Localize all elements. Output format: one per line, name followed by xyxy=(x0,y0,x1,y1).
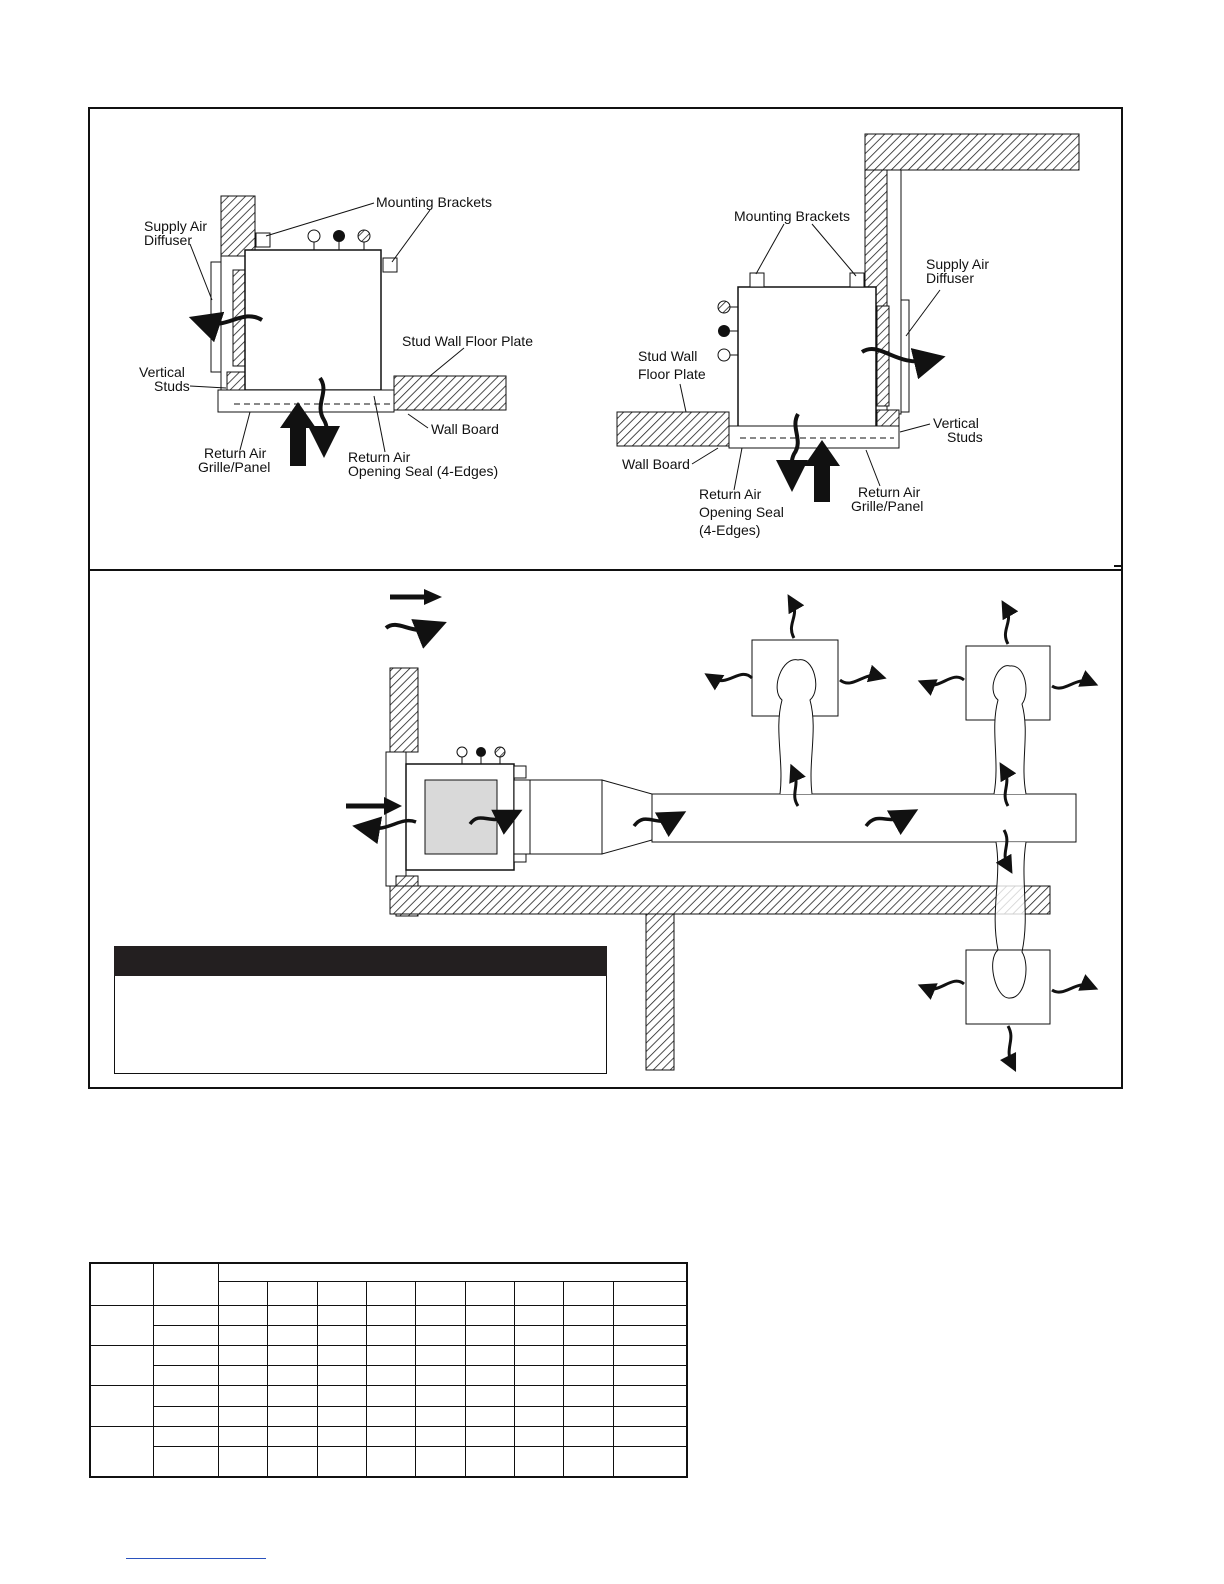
footer-link-underline[interactable] xyxy=(126,1558,266,1559)
right-installation-view: Mounting Brackets Supply Air Diffuser St… xyxy=(616,133,1080,538)
note-header-bar xyxy=(114,946,607,976)
supply-air-diffuser xyxy=(900,299,910,413)
mounting-bracket xyxy=(382,257,398,273)
table-row xyxy=(89,1425,154,1478)
wall-stud xyxy=(220,195,256,257)
stud-wall-floor-plate xyxy=(616,411,730,447)
label-return-air: Return Air xyxy=(858,484,921,500)
unit-box xyxy=(244,249,382,391)
table-row xyxy=(89,1304,154,1346)
label-opening-seal: Opening Seal (4-Edges) xyxy=(348,463,498,479)
return-air-arrow xyxy=(804,440,840,502)
unit-box xyxy=(737,286,877,428)
table-row xyxy=(89,1344,154,1387)
mounting-bracket xyxy=(749,272,765,288)
stud-wall-floor-plate xyxy=(393,375,507,411)
supply-air-diffuser xyxy=(210,261,222,373)
label-vertical: Vertical xyxy=(933,415,979,431)
table-row xyxy=(89,1385,154,1427)
label-stud-wall: Stud Wall xyxy=(638,348,697,364)
flex-duct xyxy=(992,665,1027,795)
supply-register xyxy=(965,949,1051,1025)
duct-layout-diagram xyxy=(346,589,1099,1073)
label-wall-board: Wall Board xyxy=(622,456,690,472)
label-return-air: Return Air xyxy=(204,445,267,461)
label-vertical: Vertical xyxy=(139,364,185,380)
ceiling-framing xyxy=(864,133,1080,171)
label-mounting-brackets: Mounting Brackets xyxy=(734,208,850,224)
left-installation-view: Mounting Brackets Supply Air Diffuser St… xyxy=(139,194,533,479)
label-grille-panel: Grille/Panel xyxy=(851,498,923,514)
label-studs: Studs xyxy=(154,378,190,394)
label-supply-air: Supply Air xyxy=(144,218,207,234)
bottom-panel-frame xyxy=(88,569,1123,1089)
mounting-bracket xyxy=(255,232,271,248)
label-diffuser: Diffuser xyxy=(144,232,192,248)
mounting-bracket xyxy=(849,272,865,288)
label-stud-wall-floor-plate: Stud Wall Floor Plate xyxy=(402,333,533,349)
legend-wavy-arrow xyxy=(384,619,447,649)
table-cell xyxy=(89,1262,154,1306)
label-floor-plate: Floor Plate xyxy=(638,366,706,382)
return-air-arrow xyxy=(280,402,316,466)
flex-duct xyxy=(776,659,817,795)
wall-stud xyxy=(645,913,675,1071)
trunk-duct xyxy=(651,793,1077,843)
label-wall-board: Wall Board xyxy=(431,421,499,437)
label-return-air-seal: Return Air xyxy=(348,449,411,465)
label-diffuser: Diffuser xyxy=(926,270,974,286)
label-return-air-seal: Return Air xyxy=(699,486,762,502)
label-4-edges: (4-Edges) xyxy=(699,522,760,538)
data-table xyxy=(89,1262,688,1478)
table-header-span xyxy=(218,1262,688,1282)
floor-joist xyxy=(389,885,1051,915)
table-cell xyxy=(153,1262,219,1306)
label-supply-air: Supply Air xyxy=(926,256,989,272)
flex-duct xyxy=(992,841,1027,999)
label-opening-seal: Opening Seal xyxy=(699,504,784,520)
label-grille-panel: Grille/Panel xyxy=(198,459,270,475)
label-studs: Studs xyxy=(947,429,983,445)
label-mounting-brackets: Mounting Brackets xyxy=(376,194,492,210)
